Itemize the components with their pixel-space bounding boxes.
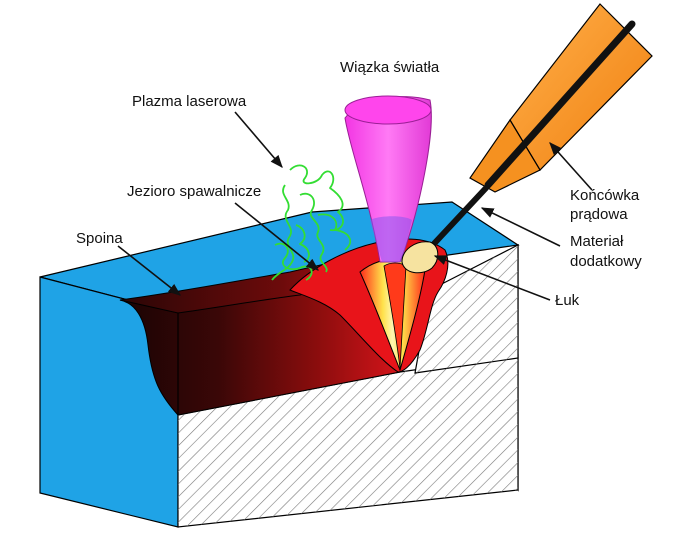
label-arc: Łuk (555, 292, 580, 309)
label-filler-line1: Materiał (570, 233, 624, 250)
label-contact-tip-line2: prądowa (570, 206, 628, 223)
leader-plasma (235, 112, 282, 167)
label-filler-line2: dodatkowy (570, 253, 642, 270)
label-light-beam: Wiązka światła (340, 59, 440, 76)
filler-wire-in-tip (488, 24, 632, 185)
leader-contact-tip (550, 143, 592, 190)
label-weld-pool: Jezioro spawalnicze (127, 183, 261, 200)
label-laser-plasma: Plazma laserowa (132, 93, 247, 110)
label-weld: Spoina (76, 230, 123, 247)
beam-top-ellipse (345, 96, 431, 124)
label-contact-tip-line1: Końcówka (570, 187, 640, 204)
